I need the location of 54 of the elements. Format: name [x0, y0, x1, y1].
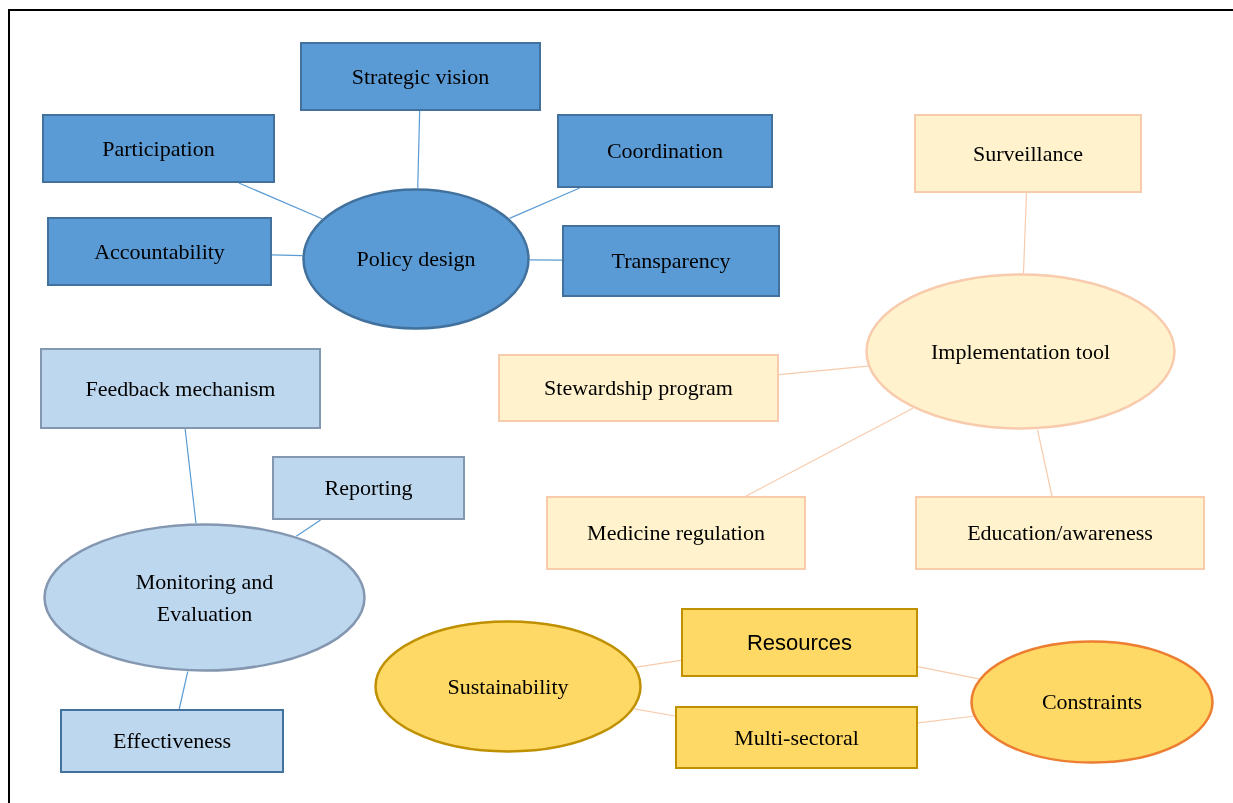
node-label: Stewardship program: [543, 374, 734, 402]
node-label: Coordination: [605, 137, 725, 165]
process-box: [546, 496, 806, 570]
topic-ellipse: [43, 523, 366, 672]
node-label: Strategic vision: [350, 62, 491, 91]
connector-line: [238, 182, 323, 220]
connector-line: [184, 428, 197, 524]
node-label: Implementation tool: [930, 337, 1111, 366]
process-box: [675, 706, 918, 769]
process-box: [272, 456, 465, 520]
node-label: Sustainability: [446, 672, 570, 701]
process-box: [47, 217, 272, 286]
node-label: Multi-sectoral: [733, 723, 860, 752]
process-box: [562, 225, 780, 297]
node-label: Monitoring and Evaluation: [134, 567, 275, 628]
connector-line: [633, 708, 676, 717]
node-label: Medicine regulation: [586, 519, 766, 547]
process-box: [498, 354, 779, 422]
connector-line: [917, 715, 974, 724]
connector-line: [917, 666, 980, 680]
node-label: Constraints: [1040, 688, 1144, 716]
process-box: [300, 42, 541, 111]
connector-line: [295, 519, 322, 537]
process-box: [60, 709, 284, 773]
connector-line: [178, 671, 189, 710]
node-label: Education/awareness: [966, 519, 1154, 547]
process-box: [40, 348, 321, 429]
topic-ellipse: [374, 620, 642, 753]
node-label: Participation: [101, 134, 216, 163]
process-box: [915, 496, 1205, 570]
connector-line: [745, 407, 914, 497]
connector-line: [508, 187, 581, 219]
connector-line: [1036, 428, 1053, 497]
connector-line: [1022, 192, 1028, 274]
connector-line: [417, 110, 421, 189]
process-box: [42, 114, 275, 183]
node-label: Feedback mechanism: [84, 374, 277, 403]
connector-line: [271, 254, 303, 257]
topic-ellipse: [970, 640, 1214, 764]
node-label: Effectiveness: [111, 727, 233, 755]
node-label: Transparency: [610, 247, 732, 275]
process-box: [681, 608, 918, 677]
process-box: [914, 114, 1142, 193]
connector-line: [778, 365, 869, 376]
connector-line: [635, 659, 682, 668]
topic-ellipse: [302, 188, 530, 330]
connector-line: [529, 259, 563, 261]
node-label: Policy design: [355, 245, 477, 273]
node-label: Resources: [745, 628, 854, 657]
node-label: Surveillance: [972, 139, 1084, 168]
process-box: [557, 114, 773, 188]
node-label: Reporting: [323, 474, 414, 502]
topic-ellipse: [865, 273, 1176, 430]
node-label: Accountability: [93, 237, 226, 266]
